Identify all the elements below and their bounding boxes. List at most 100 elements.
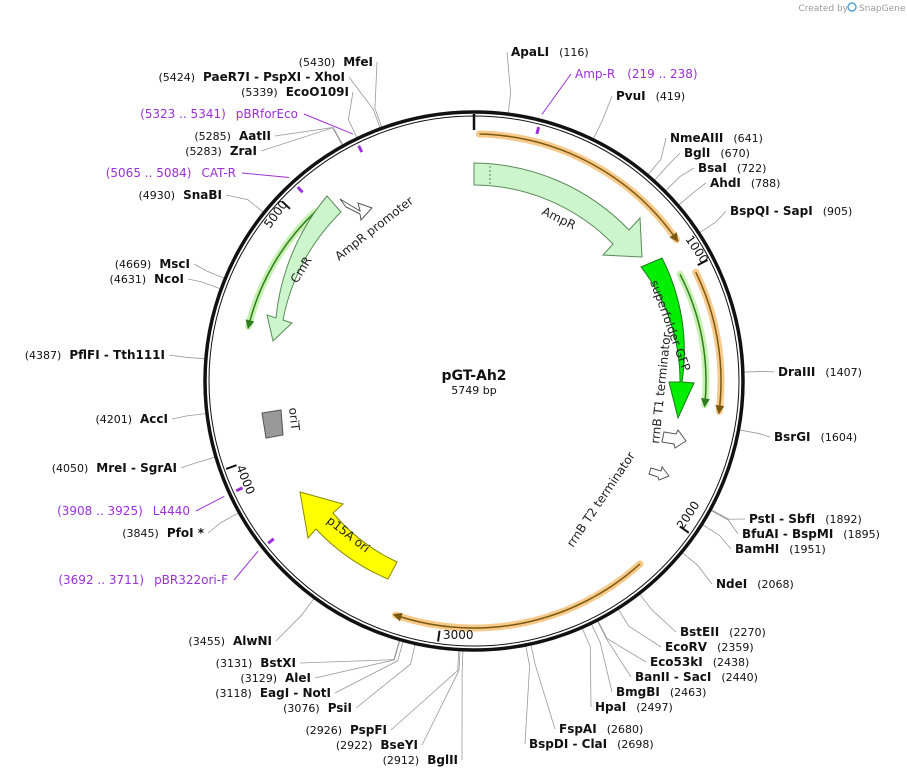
enzyme-site[interactable]: PspFI(2926) [305, 723, 387, 737]
enzyme-site[interactable]: PsiI(3076) [283, 701, 352, 715]
enzyme-site[interactable]: BfuAI - BspMI(1895) [742, 527, 880, 541]
enzyme-site[interactable]: HpaI(2497) [595, 700, 673, 714]
enzyme-site[interactable]: BamHI(1951) [735, 542, 826, 556]
enzyme-site[interactable]: PvuI(419) [616, 89, 685, 103]
enzyme-site[interactable]: ApaLI(116) [511, 45, 589, 59]
enzyme-name: NmeAIII [670, 131, 723, 145]
enzyme-site[interactable]: BglI(670) [684, 146, 750, 160]
enzyme-position: (4387) [25, 349, 62, 362]
enzyme-leader-line [461, 650, 464, 761]
enzyme-name: ZraI [230, 144, 257, 158]
enzyme-leader-line [530, 644, 556, 730]
leader-lines [168, 51, 775, 761]
enzyme-position: (3455) [188, 635, 225, 648]
enzyme-position: (5283) [185, 145, 222, 158]
enzyme-site[interactable]: SnaBI(4930) [139, 188, 222, 202]
feature-ampr-promoter[interactable] [339, 198, 373, 222]
enzyme-site[interactable]: BsrGI(1604) [774, 430, 857, 444]
enzyme-site[interactable]: BstXI(3131) [216, 656, 296, 670]
backbone-outer-ring [203, 110, 745, 652]
enzyme-name: BamHI [735, 542, 779, 556]
enzyme-site[interactable]: PfoI *(3845) [122, 526, 204, 540]
enzyme-leader-line [524, 645, 530, 745]
enzyme-position: (4930) [139, 189, 176, 202]
enzyme-position: (2912) [383, 754, 420, 767]
primer-site[interactable]: pBRforEco(5323 .. 5341) [140, 107, 298, 121]
primer-range: (5323 .. 5341) [140, 107, 226, 121]
enzyme-leader-line [597, 620, 632, 678]
enzyme-site[interactable]: BspDI - ClaI(2698) [529, 737, 654, 751]
enzyme-position: (4201) [95, 413, 132, 426]
primer-site[interactable]: CAT-R(5065 .. 5084) [106, 166, 236, 180]
enzyme-site[interactable]: AccI(4201) [95, 412, 168, 426]
enzyme-position: (722) [737, 162, 767, 175]
enzyme-leader-line [682, 552, 713, 585]
enzyme-site[interactable]: Eco53kI(2438) [650, 655, 749, 669]
enzyme-leader-line [314, 640, 401, 679]
enzyme-site[interactable]: FspAI(2680) [559, 722, 643, 736]
enzyme-site[interactable]: BstEII(2270) [680, 625, 766, 639]
enzyme-name: EcoRV [665, 640, 708, 654]
enzyme-leader-line [275, 598, 315, 642]
primer-site[interactable]: pBR322ori-F(3692 .. 3711) [58, 573, 228, 587]
enzyme-site[interactable]: AlwNI(3455) [188, 634, 272, 648]
enzyme-site[interactable]: MreI - SgrAI(4050) [52, 461, 177, 475]
enzyme-name: BsrGI [774, 430, 811, 444]
enzyme-site[interactable]: MscI(4669) [115, 257, 190, 271]
enzyme-site[interactable]: BspQI - SapI(905) [730, 204, 852, 218]
enzyme-site[interactable]: MfeI(5430) [299, 55, 373, 69]
enzyme-site[interactable]: ZraI (5283) [185, 144, 257, 158]
feature-cmr[interactable] [266, 195, 342, 342]
primer-site[interactable]: L4440(3908 .. 3925) [57, 504, 190, 518]
enzyme-site[interactable]: EcoO109I(5339) [241, 85, 349, 99]
enzyme-site[interactable]: BanII - SacI(2440) [635, 670, 758, 684]
enzyme-site[interactable]: NdeI (2068) [716, 577, 794, 591]
enzyme-leader-line [506, 51, 512, 114]
enzyme-position: (3129) [240, 672, 277, 685]
enzyme-leader-line [711, 509, 746, 520]
enzyme-site[interactable]: AatII(5285) [194, 129, 271, 143]
enzyme-site[interactable]: AhdI(788) [710, 176, 780, 190]
enzyme-leader-line [639, 593, 677, 633]
orf-ampr-line [479, 133, 679, 243]
enzyme-site[interactable]: DraIII(1407) [778, 365, 862, 379]
enzyme-position: (2068) [757, 578, 794, 591]
enzyme-site[interactable]: EagI - NotI(3118) [215, 686, 331, 700]
feature-sfgfp[interactable] [640, 257, 695, 420]
enzyme-site[interactable]: PflFI - Tth111I(4387) [25, 348, 165, 362]
enzyme-site[interactable]: BglII (2912) [383, 753, 458, 767]
primer-site[interactable]: Amp-R(219 .. 238) [575, 67, 698, 81]
enzyme-site[interactable]: BseYI(2922) [336, 738, 418, 752]
enzyme-position: (905) [823, 205, 853, 218]
enzyme-site[interactable]: NmeAIII(641) [670, 131, 763, 145]
feature-rrnb-t1[interactable] [661, 429, 687, 449]
enzyme-leader-line [193, 263, 225, 279]
enzyme-position: (3845) [122, 527, 159, 540]
feature-label-orit: oriT [286, 407, 302, 432]
enzyme-name: PaeR7I - PspXI - XhoI [203, 70, 345, 84]
feature-p15a[interactable] [299, 491, 398, 580]
enzyme-site[interactable]: AleI (3129) [240, 671, 311, 685]
enzyme-site[interactable]: BmgBI(2463) [616, 685, 706, 699]
feature-orit[interactable] [261, 409, 284, 439]
enzyme-site[interactable]: NcoI(4631) [110, 272, 184, 286]
enzyme-name: NdeI [716, 577, 747, 591]
enzyme-site[interactable]: EcoRV(2359) [665, 640, 754, 654]
enzyme-position: (1892) [825, 513, 862, 526]
enzyme-name: AatII [239, 129, 271, 143]
enzyme-site[interactable]: PaeR7I - PspXI - XhoI(5424) [158, 70, 345, 84]
enzyme-name: BglII [427, 753, 458, 767]
orf-bands [245, 130, 725, 632]
enzyme-site[interactable]: BsaI(722) [698, 161, 766, 175]
enzyme-leader-line [225, 194, 264, 213]
feature-ampr[interactable] [473, 162, 643, 258]
features [261, 162, 695, 580]
enzyme-labels: ApaLI(116) PvuI(419) NmeAIII(641)BglI(670)… [25, 45, 880, 767]
enzyme-site[interactable]: PstI - SbfI(1892) [749, 512, 862, 526]
enzyme-name: BstXI [260, 656, 296, 670]
enzyme-leader-line [355, 644, 416, 709]
feature-rrnb-t2[interactable] [648, 465, 670, 481]
enzyme-position: (2270) [729, 626, 766, 639]
enzyme-position: (2922) [336, 739, 373, 752]
enzyme-name: AleI [285, 671, 311, 685]
